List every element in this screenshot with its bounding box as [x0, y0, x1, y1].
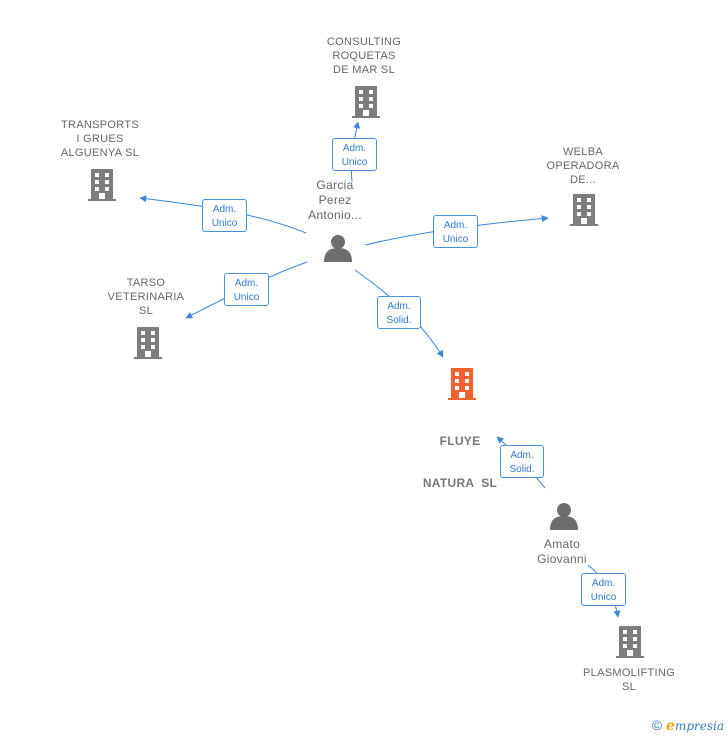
empresia-logo[interactable]: empresia [666, 718, 724, 734]
copyright-icon: © [651, 717, 663, 733]
relation-box-consulting: Adm. Unico [332, 138, 377, 171]
company-label-transports[interactable]: TRANSPORTS I GRUES ALGUENYA SL [60, 119, 140, 159]
company-label-plasmo[interactable]: PLASMOLIFTING SL [583, 667, 675, 693]
building-icon-plasmo[interactable] [616, 626, 644, 658]
building-icon-tarso[interactable] [134, 327, 162, 359]
company-label-welba[interactable]: WELBA OPERADORA DE... [546, 146, 620, 186]
empresia-watermark: ©empresia [652, 717, 724, 734]
person-icon-amato[interactable] [550, 503, 578, 530]
building-icon-welba[interactable] [570, 194, 598, 226]
company-label-fluye[interactable]: FLUYE NATURA SL [422, 434, 498, 490]
person-label-garcia[interactable]: Garcia Perez Antonio... [308, 178, 362, 222]
relation-box-tarso: Adm. Unico [224, 273, 269, 306]
person-icon-garcia[interactable] [324, 235, 352, 262]
relation-box-plasmo: Adm. Unico [581, 573, 626, 606]
company-label-tarso[interactable]: TARSO VETERINARIA SL [107, 277, 185, 317]
building-icon-consulting[interactable] [352, 86, 380, 118]
building-icon-transports[interactable] [88, 169, 116, 201]
relation-box-fluye-amato: Adm. Solid. [500, 445, 544, 478]
person-label-amato[interactable]: Amato Giovanni [537, 537, 587, 566]
relation-box-transports: Adm. Unico [202, 199, 247, 232]
relation-box-fluye-garcia: Adm. Solid. [377, 296, 421, 329]
company-label-consulting[interactable]: CONSULTING ROQUETAS DE MAR SL [326, 36, 402, 76]
relation-box-welba: Adm. Unico [433, 215, 478, 248]
building-icon-fluye[interactable] [448, 368, 476, 400]
